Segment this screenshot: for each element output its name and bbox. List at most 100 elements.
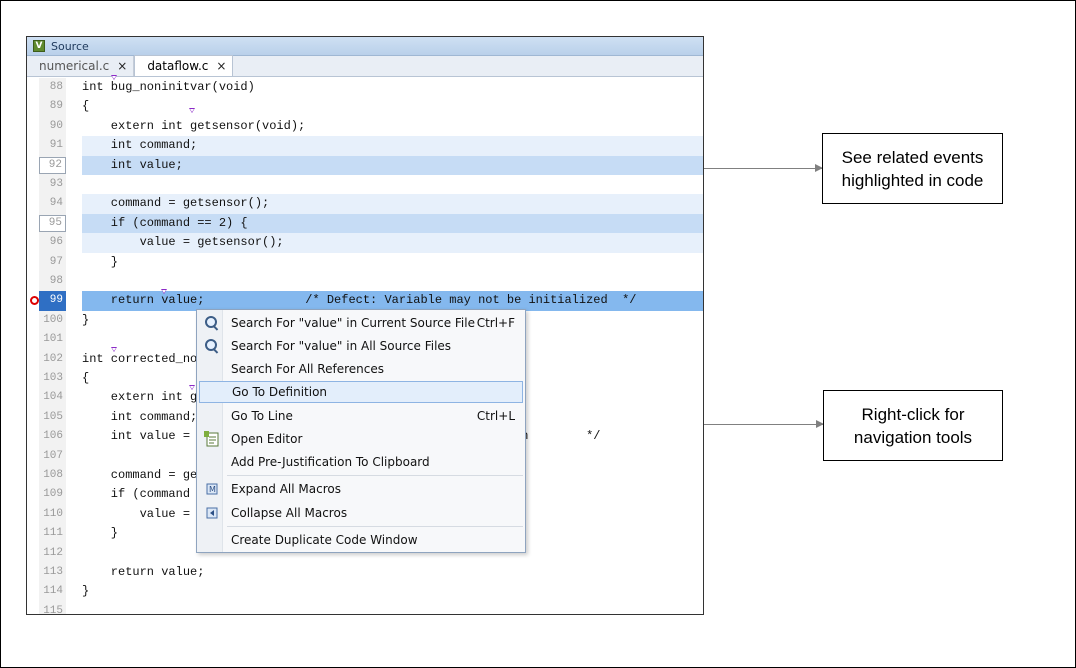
code-text: if (command bbox=[82, 487, 191, 502]
line-number: 102 bbox=[43, 352, 63, 365]
code-line-related-event[interactable]: 91 int command; bbox=[27, 136, 703, 156]
code-text: value = bbox=[82, 506, 191, 521]
menu-item-label: Collapse All Macros bbox=[231, 506, 348, 520]
line-number: 105 bbox=[43, 410, 63, 423]
tab-dataflow-c[interactable]: dataflow.c × bbox=[134, 55, 234, 76]
menu-item-label: Search For All References bbox=[231, 362, 384, 376]
tabs-bar: numerical.c × dataflow.c × bbox=[27, 55, 703, 77]
code-text: { bbox=[82, 371, 90, 385]
code-line[interactable]: 100} bbox=[27, 311, 703, 330]
line-number: 99 bbox=[39, 291, 66, 311]
menu-item-open-editor[interactable]: Open Editor bbox=[199, 428, 523, 450]
line-number: 113 bbox=[43, 566, 63, 578]
code-line[interactable]: 113 return value; bbox=[27, 563, 703, 582]
code-text: int value; bbox=[82, 157, 183, 172]
code-text: command = getsensor(); bbox=[82, 196, 270, 211]
code-line[interactable]: 114} bbox=[27, 582, 703, 601]
line-number: 93 bbox=[49, 178, 63, 190]
polyspace-app-icon: V bbox=[33, 40, 45, 52]
code-line-related-event[interactable]: 94 command = getsensor(); bbox=[27, 194, 703, 214]
code-line-defect[interactable]: 99 return value; /* Defect: Variable may… bbox=[27, 291, 703, 311]
menu-item-search-references[interactable]: Search For All References bbox=[199, 358, 523, 380]
line-number: 115 bbox=[43, 604, 63, 615]
defect-marker-icon[interactable] bbox=[30, 296, 39, 306]
line-number: 98 bbox=[49, 275, 63, 287]
callout-text: Right-click for navigation tools bbox=[853, 404, 973, 447]
code-line[interactable]: 108 command = ge bbox=[27, 466, 703, 485]
variable-marker-icon bbox=[111, 75, 117, 80]
code-text: int command; bbox=[82, 409, 198, 424]
callout-arrow bbox=[704, 164, 823, 172]
code-line[interactable]: 93 bbox=[27, 175, 703, 194]
code-text: return value; /* Defect: Variable may no… bbox=[82, 293, 637, 308]
menu-item-label: Open Editor bbox=[231, 432, 303, 446]
code-line[interactable]: 112 bbox=[27, 544, 703, 563]
line-number: 95 bbox=[39, 214, 66, 232]
menu-item-label: Add Pre-Justification To Clipboard bbox=[231, 455, 430, 469]
menu-item-duplicate-code-window[interactable]: Create Duplicate Code Window bbox=[199, 529, 523, 551]
svg-text:M: M bbox=[209, 485, 216, 494]
code-text: if (command == 2) { bbox=[82, 215, 248, 230]
line-number: 94 bbox=[49, 197, 63, 210]
code-line[interactable]: 107 bbox=[27, 447, 703, 466]
callout-text: See related events highlighted in code bbox=[841, 147, 984, 190]
search-icon bbox=[204, 315, 220, 331]
code-line[interactable]: 90 extern int getsensor(void); bbox=[27, 117, 703, 136]
expand-macros-icon: M bbox=[204, 481, 220, 497]
menu-item-expand-macros[interactable]: M Expand All Macros bbox=[199, 478, 523, 500]
code-text: { bbox=[82, 99, 90, 114]
code-text: } bbox=[82, 526, 119, 541]
code-line[interactable]: 111 } bbox=[27, 524, 703, 543]
menu-item-search-current-file[interactable]: Search For "value" in Current Source Fil… bbox=[199, 312, 523, 334]
line-number: 96 bbox=[49, 236, 63, 249]
line-number: 91 bbox=[49, 139, 63, 152]
line-number: 92 bbox=[39, 156, 66, 174]
search-icon bbox=[204, 338, 220, 354]
line-number: 114 bbox=[43, 585, 63, 598]
menu-item-add-pre-justification[interactable]: Add Pre-Justification To Clipboard bbox=[199, 451, 523, 473]
menu-item-label: Search For "value" in Current Source Fil… bbox=[231, 316, 475, 330]
line-number: 106 bbox=[43, 430, 63, 443]
code-line[interactable]: 89{ bbox=[27, 97, 703, 116]
tab-numerical-c[interactable]: numerical.c × bbox=[27, 56, 135, 76]
line-number: 111 bbox=[43, 527, 63, 540]
menu-item-search-all-files[interactable]: Search For "value" in All Source Files bbox=[199, 335, 523, 357]
close-icon[interactable]: × bbox=[117, 59, 128, 73]
menu-item-label: Create Duplicate Code Window bbox=[231, 533, 418, 547]
close-icon[interactable]: × bbox=[216, 59, 227, 73]
line-number: 88 bbox=[49, 81, 63, 93]
code-line[interactable]: 103{ bbox=[27, 369, 703, 388]
menu-item-collapse-macros[interactable]: Collapse All Macros bbox=[199, 502, 523, 524]
code-line[interactable]: 109 if (command bbox=[27, 485, 703, 504]
code-line[interactable]: 97 } bbox=[27, 253, 703, 272]
menu-item-go-to-line[interactable]: Go To Line Ctrl+L bbox=[199, 405, 523, 427]
code-text: extern int g bbox=[82, 390, 198, 405]
code-line-related-event[interactable]: 92 int value; bbox=[27, 155, 703, 175]
variable-marker-icon bbox=[189, 385, 195, 390]
line-number: 109 bbox=[43, 488, 63, 501]
code-line[interactable]: 104 extern int g bbox=[27, 388, 703, 407]
code-line[interactable]: 110 value = bbox=[27, 505, 703, 524]
code-line-related-event[interactable]: 95 if (command == 2) { bbox=[27, 213, 703, 234]
code-text: return value; bbox=[82, 565, 205, 579]
callout-arrow bbox=[704, 420, 824, 428]
menu-item-go-to-definition[interactable]: Go To Definition bbox=[199, 381, 523, 403]
code-line[interactable]: 98 bbox=[27, 272, 703, 291]
window-title: Source bbox=[51, 39, 89, 53]
variable-marker-icon bbox=[189, 108, 195, 113]
code-text: command = ge bbox=[82, 468, 198, 482]
line-number: 101 bbox=[43, 333, 63, 346]
variable-marker-icon bbox=[111, 347, 117, 352]
menu-separator bbox=[227, 526, 523, 527]
line-number: 110 bbox=[43, 507, 63, 520]
code-line[interactable]: 101 bbox=[27, 330, 703, 349]
menu-item-label: Go To Line bbox=[231, 409, 293, 423]
menu-item-label: Go To Definition bbox=[232, 385, 328, 399]
code-line[interactable]: 105 int command; bbox=[27, 408, 703, 427]
line-number: 104 bbox=[43, 391, 63, 404]
code-line[interactable]: 115 bbox=[27, 602, 703, 615]
menu-item-shortcut: Ctrl+L bbox=[476, 409, 515, 423]
code-line-related-event[interactable]: 96 value = getsensor(); bbox=[27, 233, 703, 253]
